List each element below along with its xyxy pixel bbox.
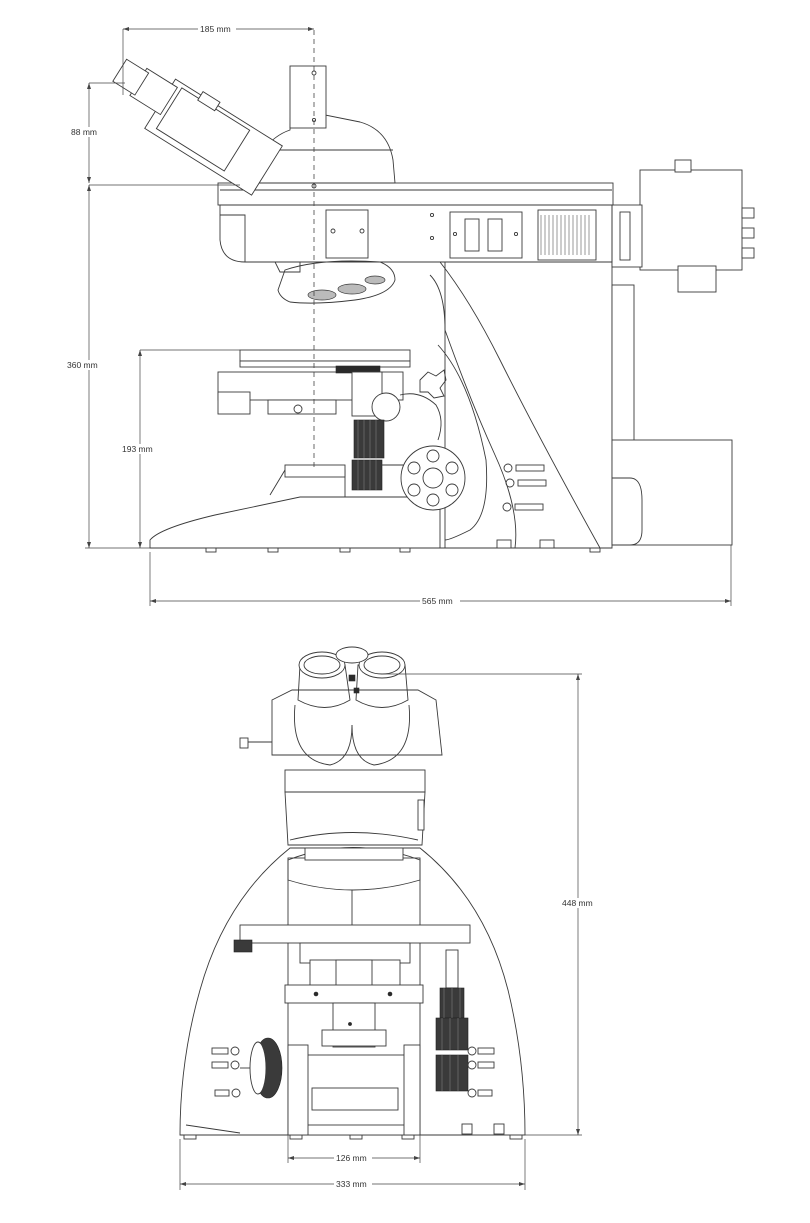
dim-label-448mm: 448 mm [562,898,593,908]
knurl-lines-side [357,420,377,490]
dim-label-88mm: 88 mm [71,127,97,137]
dim-label-360mm: 360 mm [67,360,98,370]
dim-label-333mm: 333 mm [336,1179,367,1189]
dim-label-126mm: 126 mm [336,1153,367,1163]
dim-label-185mm: 185 mm [200,24,231,34]
side-vent-grille [540,215,590,255]
front-view-microscope [179,646,526,1140]
side-view-microscope [112,30,755,553]
dim-label-193mm: 193 mm [122,444,153,454]
side-view-labels: 185 mm 88 mm 360 mm 193 mm 565 mm [66,24,460,606]
dim-label-565mm: 565 mm [422,596,453,606]
front-view-labels: 448 mm 126 mm 333 mm [334,898,600,1189]
knurl-lines-front [441,988,461,1091]
